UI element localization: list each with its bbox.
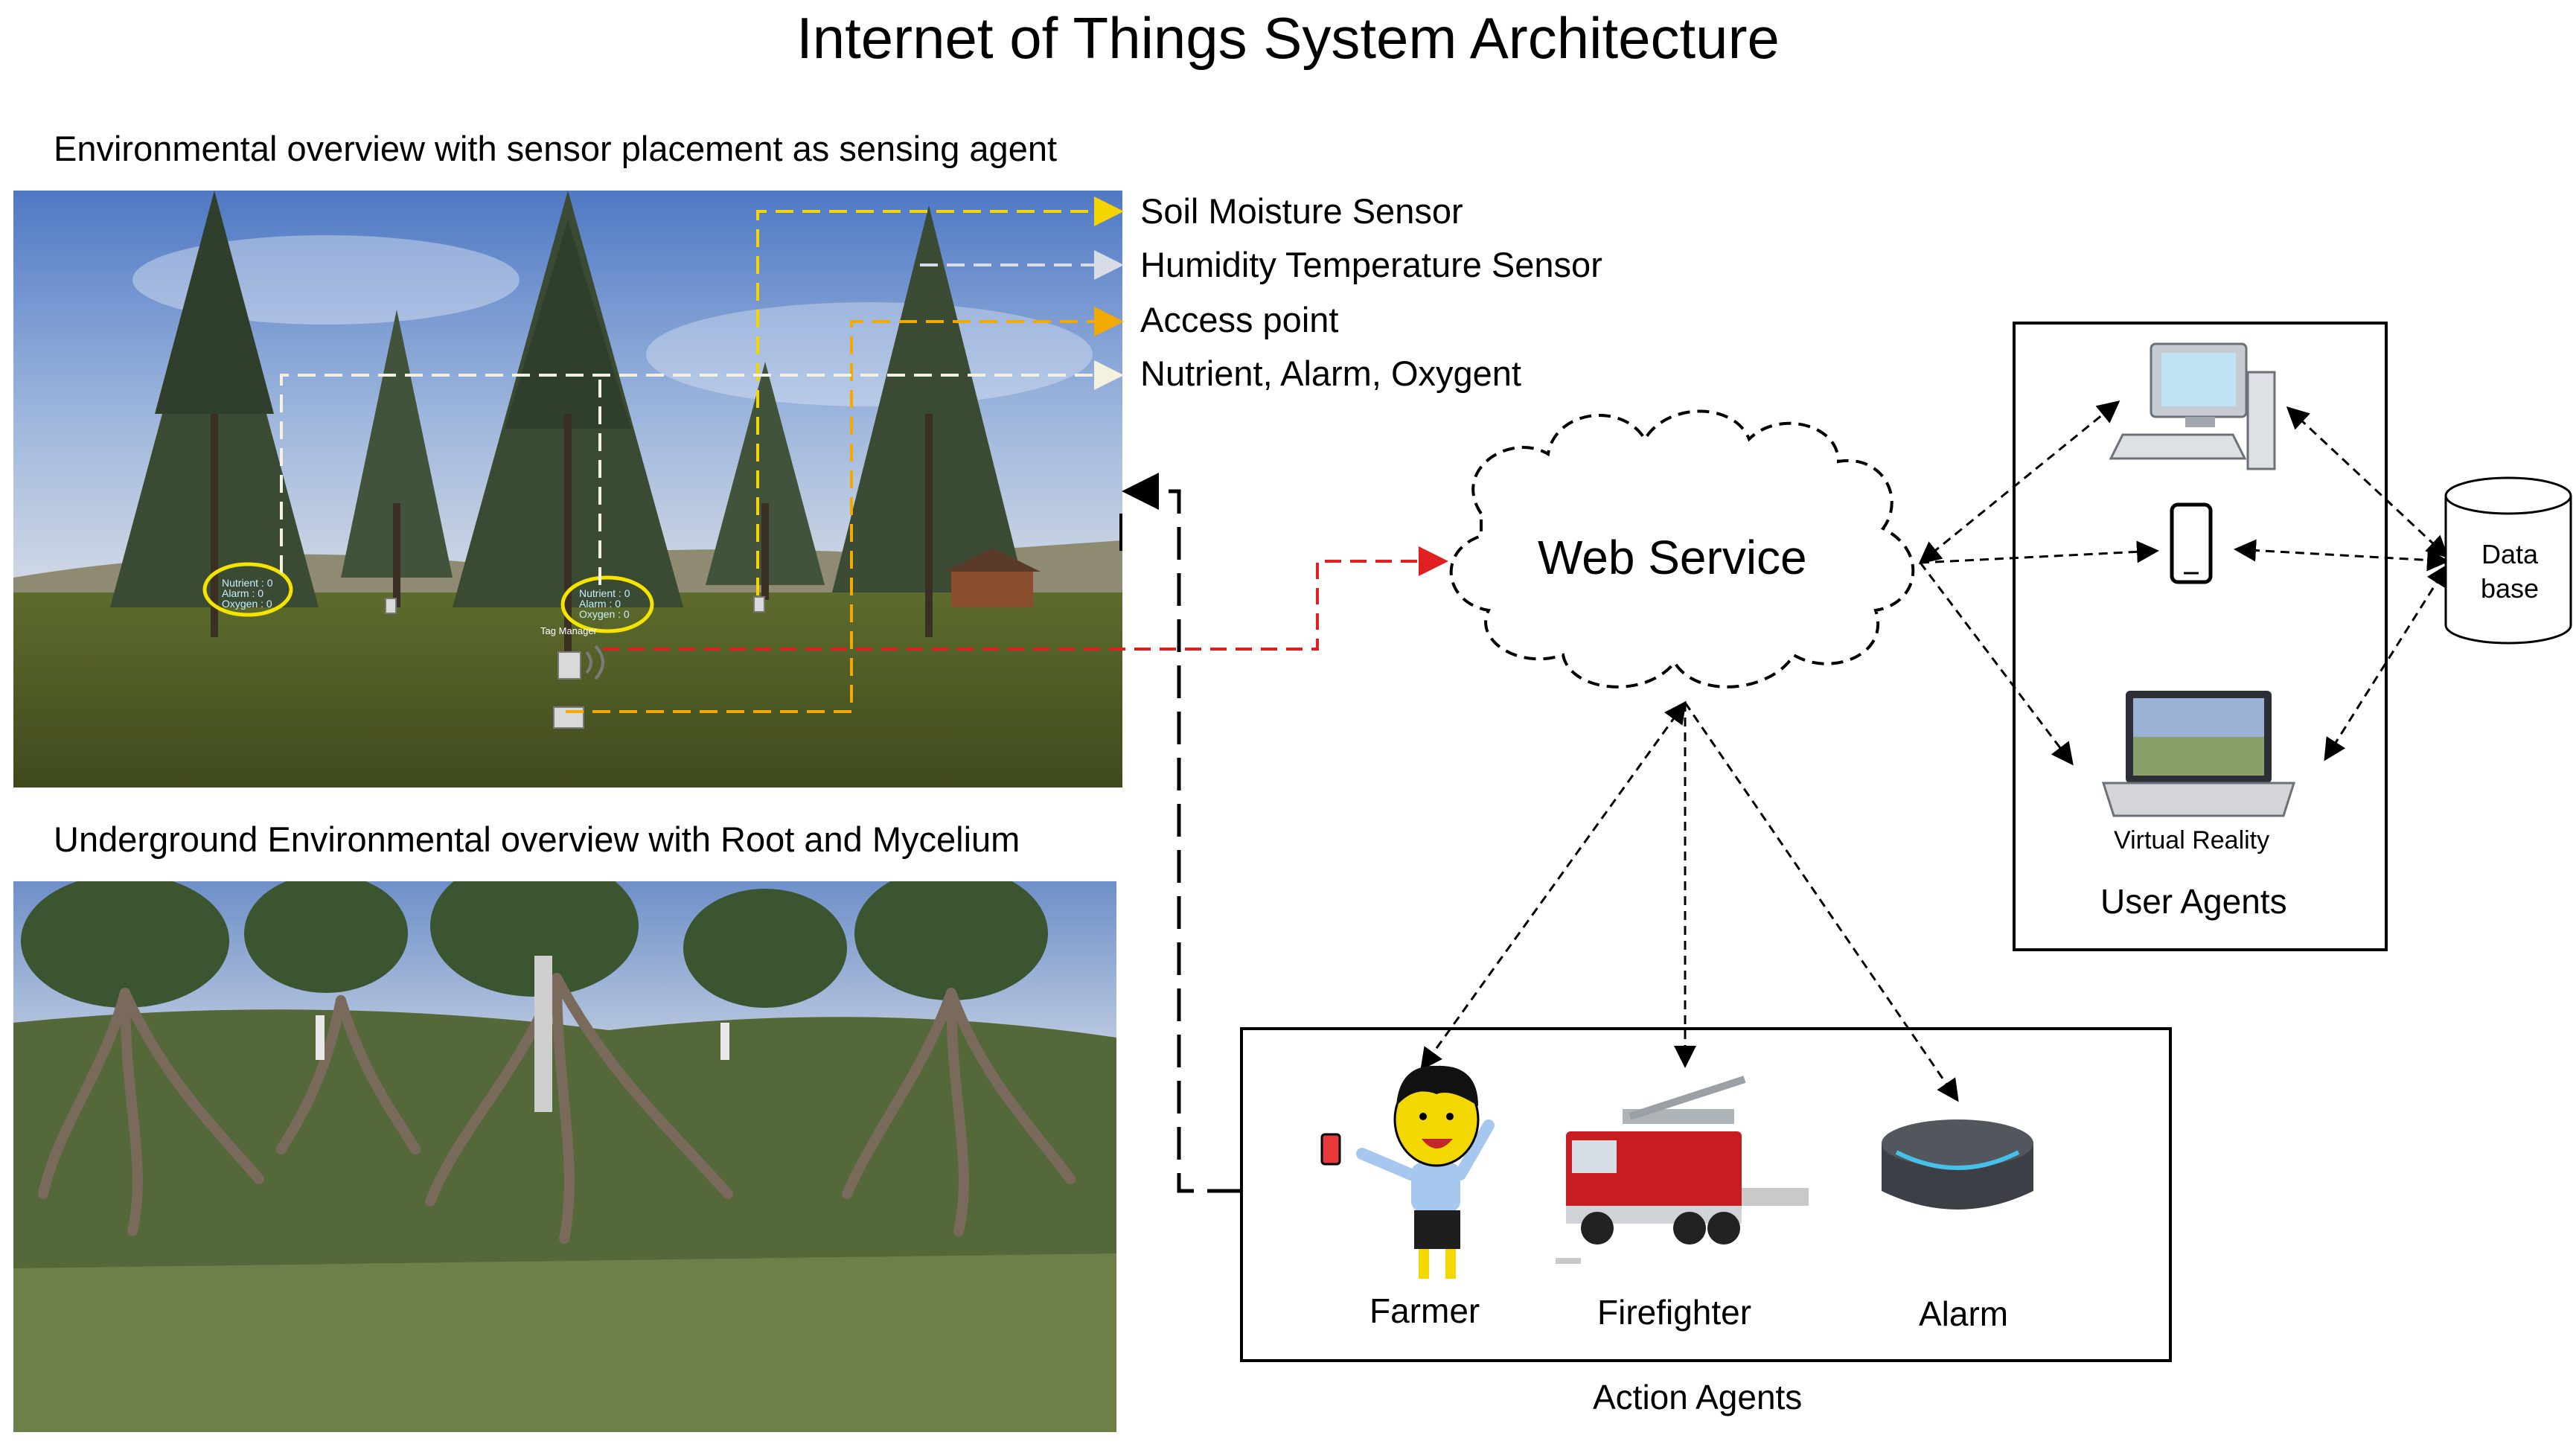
nutrient-alarm-oxygen-line	[280, 360, 1124, 573]
database-label-line1: Data	[2481, 539, 2539, 569]
tag-manager-label: Tag Manager	[540, 625, 597, 636]
farmer-icon	[1320, 1065, 1495, 1279]
link-webservice-phone	[1920, 540, 2159, 564]
action-agents-title: Action Agents	[1593, 1378, 1803, 1416]
smart-speaker-icon	[1882, 1119, 2033, 1210]
link-webservice-desktop	[1918, 400, 2120, 564]
legend-nutrient-alarm-oxygen: Nutrient, Alarm, Oxygent	[1140, 354, 1521, 393]
access-point-line	[566, 307, 1124, 713]
link-webservice-alarm	[1684, 702, 1959, 1102]
virtual-reality-label: Virtual Reality	[2114, 826, 2270, 854]
web-service-label: Web Service	[1538, 531, 1807, 584]
readout-nutrient: Nutrient : 0	[222, 577, 273, 589]
action-agents-box	[1240, 1027, 2172, 1362]
desktop-computer-icon	[2109, 342, 2276, 470]
smartphone-icon	[2170, 502, 2213, 584]
database-label: Data base	[2465, 537, 2554, 606]
forest-sensor-scene: Nutrient : 0 Alarm : 0 Oxygen : 0 Nutrie…	[13, 191, 1122, 788]
user-agents-box	[2013, 322, 2388, 951]
legend-soil-moisture: Soil Moisture Sensor	[1140, 191, 1463, 231]
readout-nutrient: Nutrient : 0	[579, 587, 630, 599]
underground-root-scene	[13, 881, 1116, 1432]
soil-moisture-line	[756, 197, 1124, 595]
action-feedback-line	[1122, 473, 1240, 1193]
link-webservice-farmer	[1420, 700, 1687, 1071]
database-icon	[2444, 476, 2572, 645]
sensor-readout-2: Nutrient : 0 Alarm : 0 Oxygen : 0	[579, 588, 630, 619]
web-service-cloud	[1449, 409, 1915, 689]
link-desktop-database	[2286, 406, 2449, 559]
diagram-title: Internet of Things System Architecture	[796, 5, 1780, 71]
sensor-to-webservice-link	[603, 546, 1448, 651]
legend-humidity-temperature: Humidity Temperature Sensor	[1140, 245, 1602, 284]
fire-truck-icon	[1556, 1076, 1809, 1264]
link-laptop-database	[2324, 563, 2449, 761]
top-scene-caption: Environmental overview with sensor place…	[54, 129, 1058, 168]
readout-oxygen: Oxygen : 0	[222, 598, 272, 610]
laptop-icon	[2101, 691, 2296, 817]
readout-alarm: Alarm : 0	[579, 598, 621, 610]
alarm-label: Alarm	[1919, 1294, 2009, 1333]
user-agents-title: User Agents	[2100, 882, 2287, 921]
bottom-scene-caption: Underground Environmental overview with …	[54, 820, 1020, 859]
readout-oxygen: Oxygen : 0	[579, 608, 630, 620]
link-webservice-laptop	[1919, 562, 2074, 766]
sensor-readout-1: Nutrient : 0 Alarm : 0 Oxygen : 0	[222, 578, 272, 609]
legend-access-point: Access point	[1140, 300, 1339, 339]
database-label-line2: base	[2480, 573, 2540, 604]
readout-alarm: Alarm : 0	[222, 587, 264, 599]
farmer-label: Farmer	[1370, 1291, 1480, 1330]
firefighter-label: Firefighter	[1597, 1293, 1752, 1332]
link-phone-database	[2234, 539, 2449, 572]
